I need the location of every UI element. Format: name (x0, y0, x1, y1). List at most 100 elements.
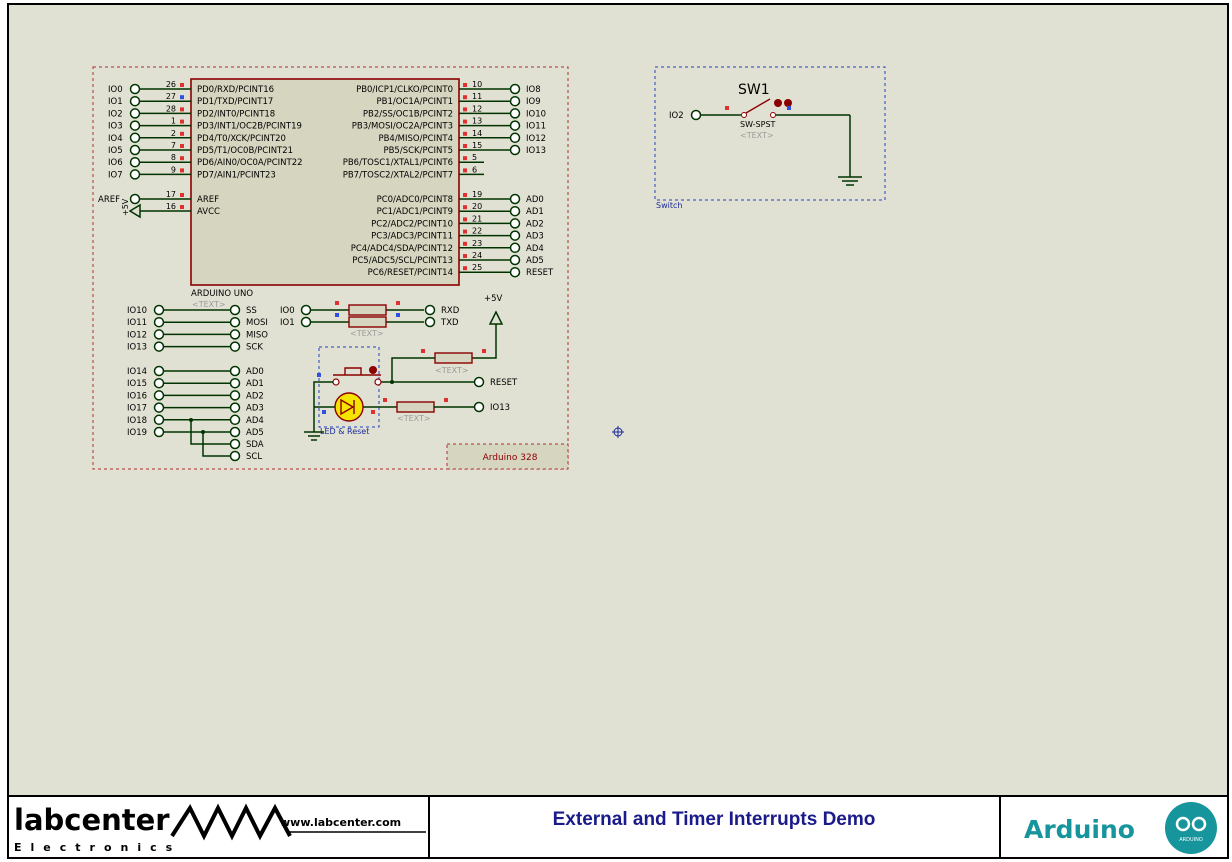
io13-terminal[interactable] (473, 401, 485, 413)
labcenter-url[interactable]: www.labcenter.com (280, 816, 401, 829)
net-terminal[interactable] (509, 230, 521, 241)
switch-lever[interactable] (745, 98, 771, 114)
scl-terminal[interactable] (229, 450, 241, 462)
alias-right-terminal[interactable] (229, 377, 241, 389)
uart-io1-terminal[interactable] (300, 316, 312, 328)
net-terminal[interactable] (129, 169, 141, 180)
pullup-resistor[interactable] (434, 352, 473, 364)
reset-terminal[interactable] (473, 376, 485, 388)
alias-right-terminal[interactable] (229, 329, 241, 340)
alias-left-terminal[interactable] (153, 377, 165, 389)
net-terminal[interactable] (509, 83, 521, 95)
net-terminal[interactable] (129, 132, 141, 144)
net-terminal[interactable] (129, 83, 141, 95)
net-terminal[interactable] (509, 120, 521, 131)
net-terminal[interactable] (509, 266, 521, 278)
alias-left-terminal[interactable] (153, 414, 165, 426)
switch-block[interactable]: Switch IO2 SW1 SW-SPST <TEXT> (654, 66, 886, 210)
uart-resistor-2[interactable] (348, 316, 387, 328)
alias-left-terminal[interactable] (153, 341, 165, 352)
alias-left-terminal[interactable] (153, 316, 165, 328)
uart-io0-terminal[interactable] (300, 304, 312, 316)
led-resistor[interactable] (396, 401, 435, 413)
uart-resistor-1[interactable] (348, 304, 387, 316)
alias-right-terminal[interactable] (229, 426, 241, 438)
net-terminal[interactable] (129, 193, 141, 205)
net-terminal[interactable] (129, 144, 141, 156)
alias-left-terminal[interactable] (153, 402, 165, 413)
alias-left-terminal[interactable] (153, 304, 165, 316)
net-label: AD0 (526, 195, 544, 205)
led-reset-circuit[interactable]: +5V <TEXT> RESET (304, 294, 518, 441)
alias-right-terminal[interactable] (229, 414, 241, 426)
uart-txd-terminal[interactable] (424, 316, 436, 328)
chip-body[interactable] (190, 78, 460, 286)
uart-link[interactable]: IO0 IO1 <TEXT> RXD TXD (280, 301, 460, 338)
net-terminal[interactable] (509, 242, 521, 254)
alias-left-terminal[interactable] (153, 365, 165, 377)
switch-io2-terminal[interactable] (690, 109, 702, 121)
alias-right-terminal[interactable] (229, 402, 241, 413)
net-terminal[interactable] (509, 218, 521, 229)
alias-right-terminal[interactable] (229, 304, 241, 316)
sda-terminal[interactable] (229, 438, 241, 450)
alias-right-terminal[interactable] (229, 365, 241, 377)
net-terminal[interactable] (509, 95, 521, 107)
alias-left-terminal[interactable] (153, 329, 165, 340)
alias-right-terminal[interactable] (229, 390, 241, 401)
net-terminal[interactable] (129, 95, 141, 107)
uart-rxd-terminal[interactable] (424, 304, 436, 316)
net-terminal[interactable] (129, 156, 141, 168)
net-terminal[interactable] (509, 205, 521, 217)
net-terminal[interactable] (509, 108, 521, 119)
led-icon[interactable] (334, 392, 364, 422)
net-terminal[interactable] (509, 193, 521, 205)
alias-right-terminal[interactable] (229, 316, 241, 328)
net-terminal[interactable] (509, 132, 521, 144)
pin-function: AVCC (197, 207, 220, 217)
net-terminal[interactable] (509, 144, 521, 156)
alias-left-terminal[interactable] (153, 426, 165, 438)
net-terminal[interactable] (509, 254, 521, 266)
alias-right-terminal[interactable] (229, 341, 241, 352)
net-terminal[interactable] (129, 108, 141, 119)
alias-left-terminal[interactable] (153, 390, 165, 401)
arduino-328-block[interactable]: Arduino 328 ARDUINO UNO <TEXT> IO026PD0/… (92, 66, 569, 470)
net-terminal[interactable] (129, 120, 141, 131)
